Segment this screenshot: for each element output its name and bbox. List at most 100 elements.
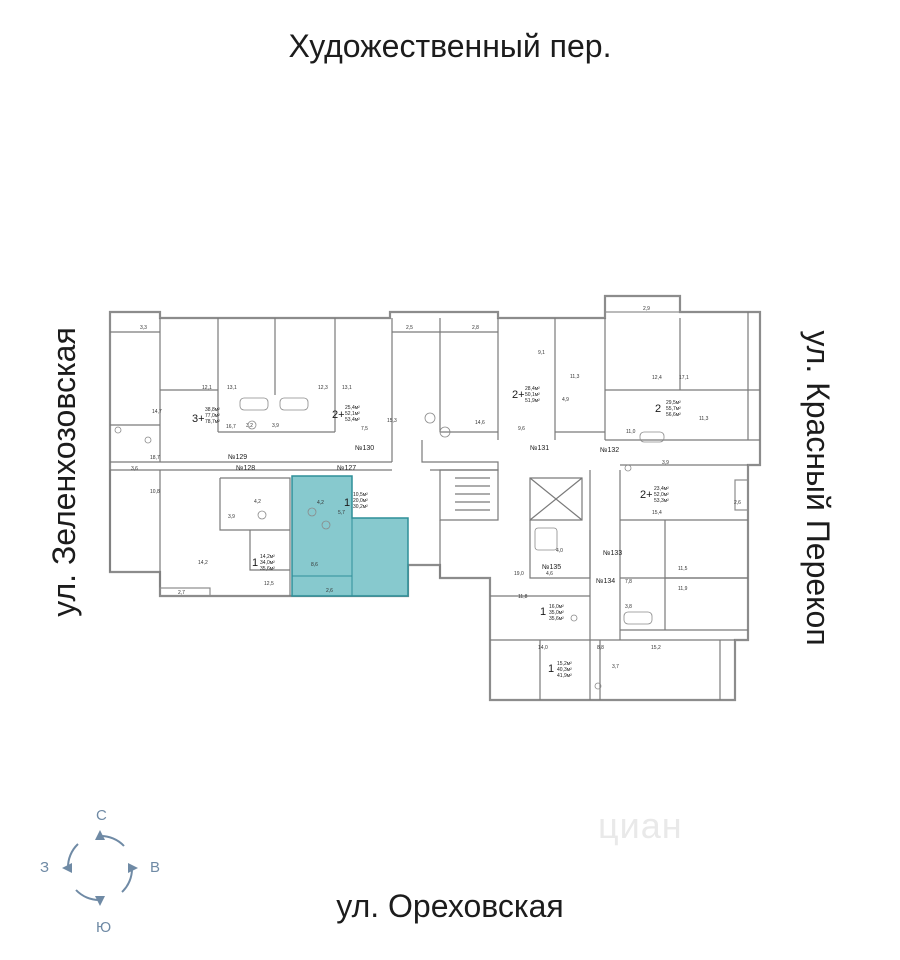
room-area-label: 18,7: [150, 455, 160, 461]
room-area-label: 3,9: [228, 514, 235, 520]
room-area-label: 13,1: [227, 385, 237, 391]
room-area-label: 4,2: [317, 500, 324, 506]
room-area-label: 3,2: [246, 423, 253, 429]
apartment-id-label: №133: [603, 550, 622, 557]
compass-west-label: З: [40, 859, 50, 876]
area-label: 56,6м²: [666, 412, 681, 418]
area-label: 28,4м²: [525, 386, 540, 392]
apartment-id-label: №131: [530, 445, 549, 452]
room-area-label: 16,7: [226, 424, 236, 430]
area-label: 35,0м²: [549, 610, 564, 616]
room-area-label: 2,5: [406, 325, 413, 331]
room-area-label: 15,4: [652, 510, 662, 516]
area-label: 52,0м²: [654, 492, 669, 498]
room-area-label: 11,3: [699, 416, 709, 422]
area-label: 16,0м²: [549, 604, 564, 610]
room-area-label: 3,3: [140, 325, 147, 331]
room-area-label: 11,0: [626, 429, 636, 435]
compass-icon: [62, 830, 138, 906]
apartment-number-label: 2: [655, 403, 661, 415]
room-area-label: 2,7: [178, 590, 185, 596]
apartment-id-label: №135: [542, 564, 561, 571]
room-area-label: 10,8: [150, 489, 160, 495]
apartment-number-label: 2+: [332, 409, 345, 421]
room-area-label: 19,0: [514, 571, 524, 577]
area-label: 10,5м²: [353, 492, 368, 498]
apartment-id-label: №134: [596, 578, 615, 585]
room-area-label: 2,6: [326, 588, 333, 594]
fixture-icons: [114, 397, 665, 690]
area-label: 23,4м²: [654, 486, 669, 492]
area-label: 20,0м²: [353, 498, 368, 504]
room-area-label: 12,4: [652, 375, 662, 381]
street-label-bottom: ул. Ореховская: [336, 888, 564, 924]
room-area-label: 15,2: [651, 645, 661, 651]
apartment-id-label: №130: [355, 445, 374, 452]
room-area-label: 17,1: [679, 375, 689, 381]
area-label: 40,3м²: [557, 667, 572, 673]
room-area-label: 7,5: [361, 426, 368, 432]
room-area-label: 4,6: [546, 571, 553, 577]
apartment-id-label: №129: [228, 454, 247, 461]
apartment-id-label: №127: [337, 465, 356, 472]
apartment-number-label: 3+: [192, 413, 205, 425]
room-area-label: 12,5: [264, 581, 274, 587]
room-area-label: 14,2: [198, 560, 208, 566]
room-area-label: 8,6: [311, 562, 318, 568]
area-label: 53,4м²: [345, 417, 360, 423]
room-area-label: 11,3: [570, 374, 580, 380]
apartment-number-label: 1: [252, 557, 258, 569]
area-label: 14,2м²: [260, 554, 275, 560]
room-area-label: 14,6: [475, 420, 485, 426]
room-area-label: 2,9: [643, 306, 650, 312]
room-area-label: 4,0: [556, 548, 563, 554]
room-area-label: 11,9: [678, 586, 688, 592]
room-area-label: 2,8: [472, 325, 479, 331]
area-label: 41,9м²: [557, 673, 572, 679]
room-area-label: 13,1: [342, 385, 352, 391]
room-area-label: 12,3: [318, 385, 328, 391]
room-area-label: 8,8: [597, 645, 604, 651]
area-label: 38,8м²: [205, 407, 220, 413]
room-area-label: 5,7: [338, 510, 345, 516]
room-area-label: 9,1: [538, 350, 545, 356]
area-label: 51,9м²: [525, 398, 540, 404]
room-area-label: 7,8: [625, 579, 632, 585]
room-area-label: 4,9: [562, 397, 569, 403]
apartment-number-label: 1: [344, 497, 350, 509]
room-area-label: 15,3: [387, 418, 397, 424]
apartment-number-label: 2+: [640, 489, 653, 501]
apartment-number-label: 2+: [512, 389, 525, 401]
room-area-label: 11,5: [678, 566, 688, 572]
area-label: 53,3м²: [654, 498, 669, 504]
highlighted-apartment[interactable]: [291, 475, 409, 597]
area-label: 78,7м²: [205, 419, 220, 425]
area-label: 50,1м²: [525, 392, 540, 398]
room-area-label: 3,7: [612, 664, 619, 670]
room-area-label: 4,2: [254, 499, 261, 505]
area-label: 34,0м²: [260, 560, 275, 566]
room-area-label: 3,6: [131, 466, 138, 472]
compass-north-label: С: [96, 807, 107, 824]
apartment-id-label: №132: [600, 447, 619, 454]
room-area-label: 14,7: [152, 409, 162, 415]
area-label: 52,1м²: [345, 411, 360, 417]
room-area-label: 2,6: [734, 500, 741, 506]
room-area-label: 3,9: [272, 423, 279, 429]
room-area-label: 12,1: [202, 385, 212, 391]
apartment-number-label: 1: [548, 663, 554, 675]
area-label: 29,5м²: [666, 400, 681, 406]
apartment-id-label: №128: [236, 465, 255, 472]
room-area-label: 3,9: [662, 460, 669, 466]
apartment-number-label: 1: [540, 606, 546, 618]
area-label: 30,2м²: [353, 504, 368, 510]
area-label: 35,6м²: [260, 566, 275, 572]
area-label: 15,2м²: [557, 661, 572, 667]
room-area-label: 3,8: [625, 604, 632, 610]
room-area-label: 11,8: [518, 594, 528, 600]
compass-south-label: Ю: [96, 919, 112, 936]
area-label: 25,4м²: [345, 405, 360, 411]
watermark-logo: циан: [598, 805, 683, 846]
area-label: 55,7м²: [666, 406, 681, 412]
